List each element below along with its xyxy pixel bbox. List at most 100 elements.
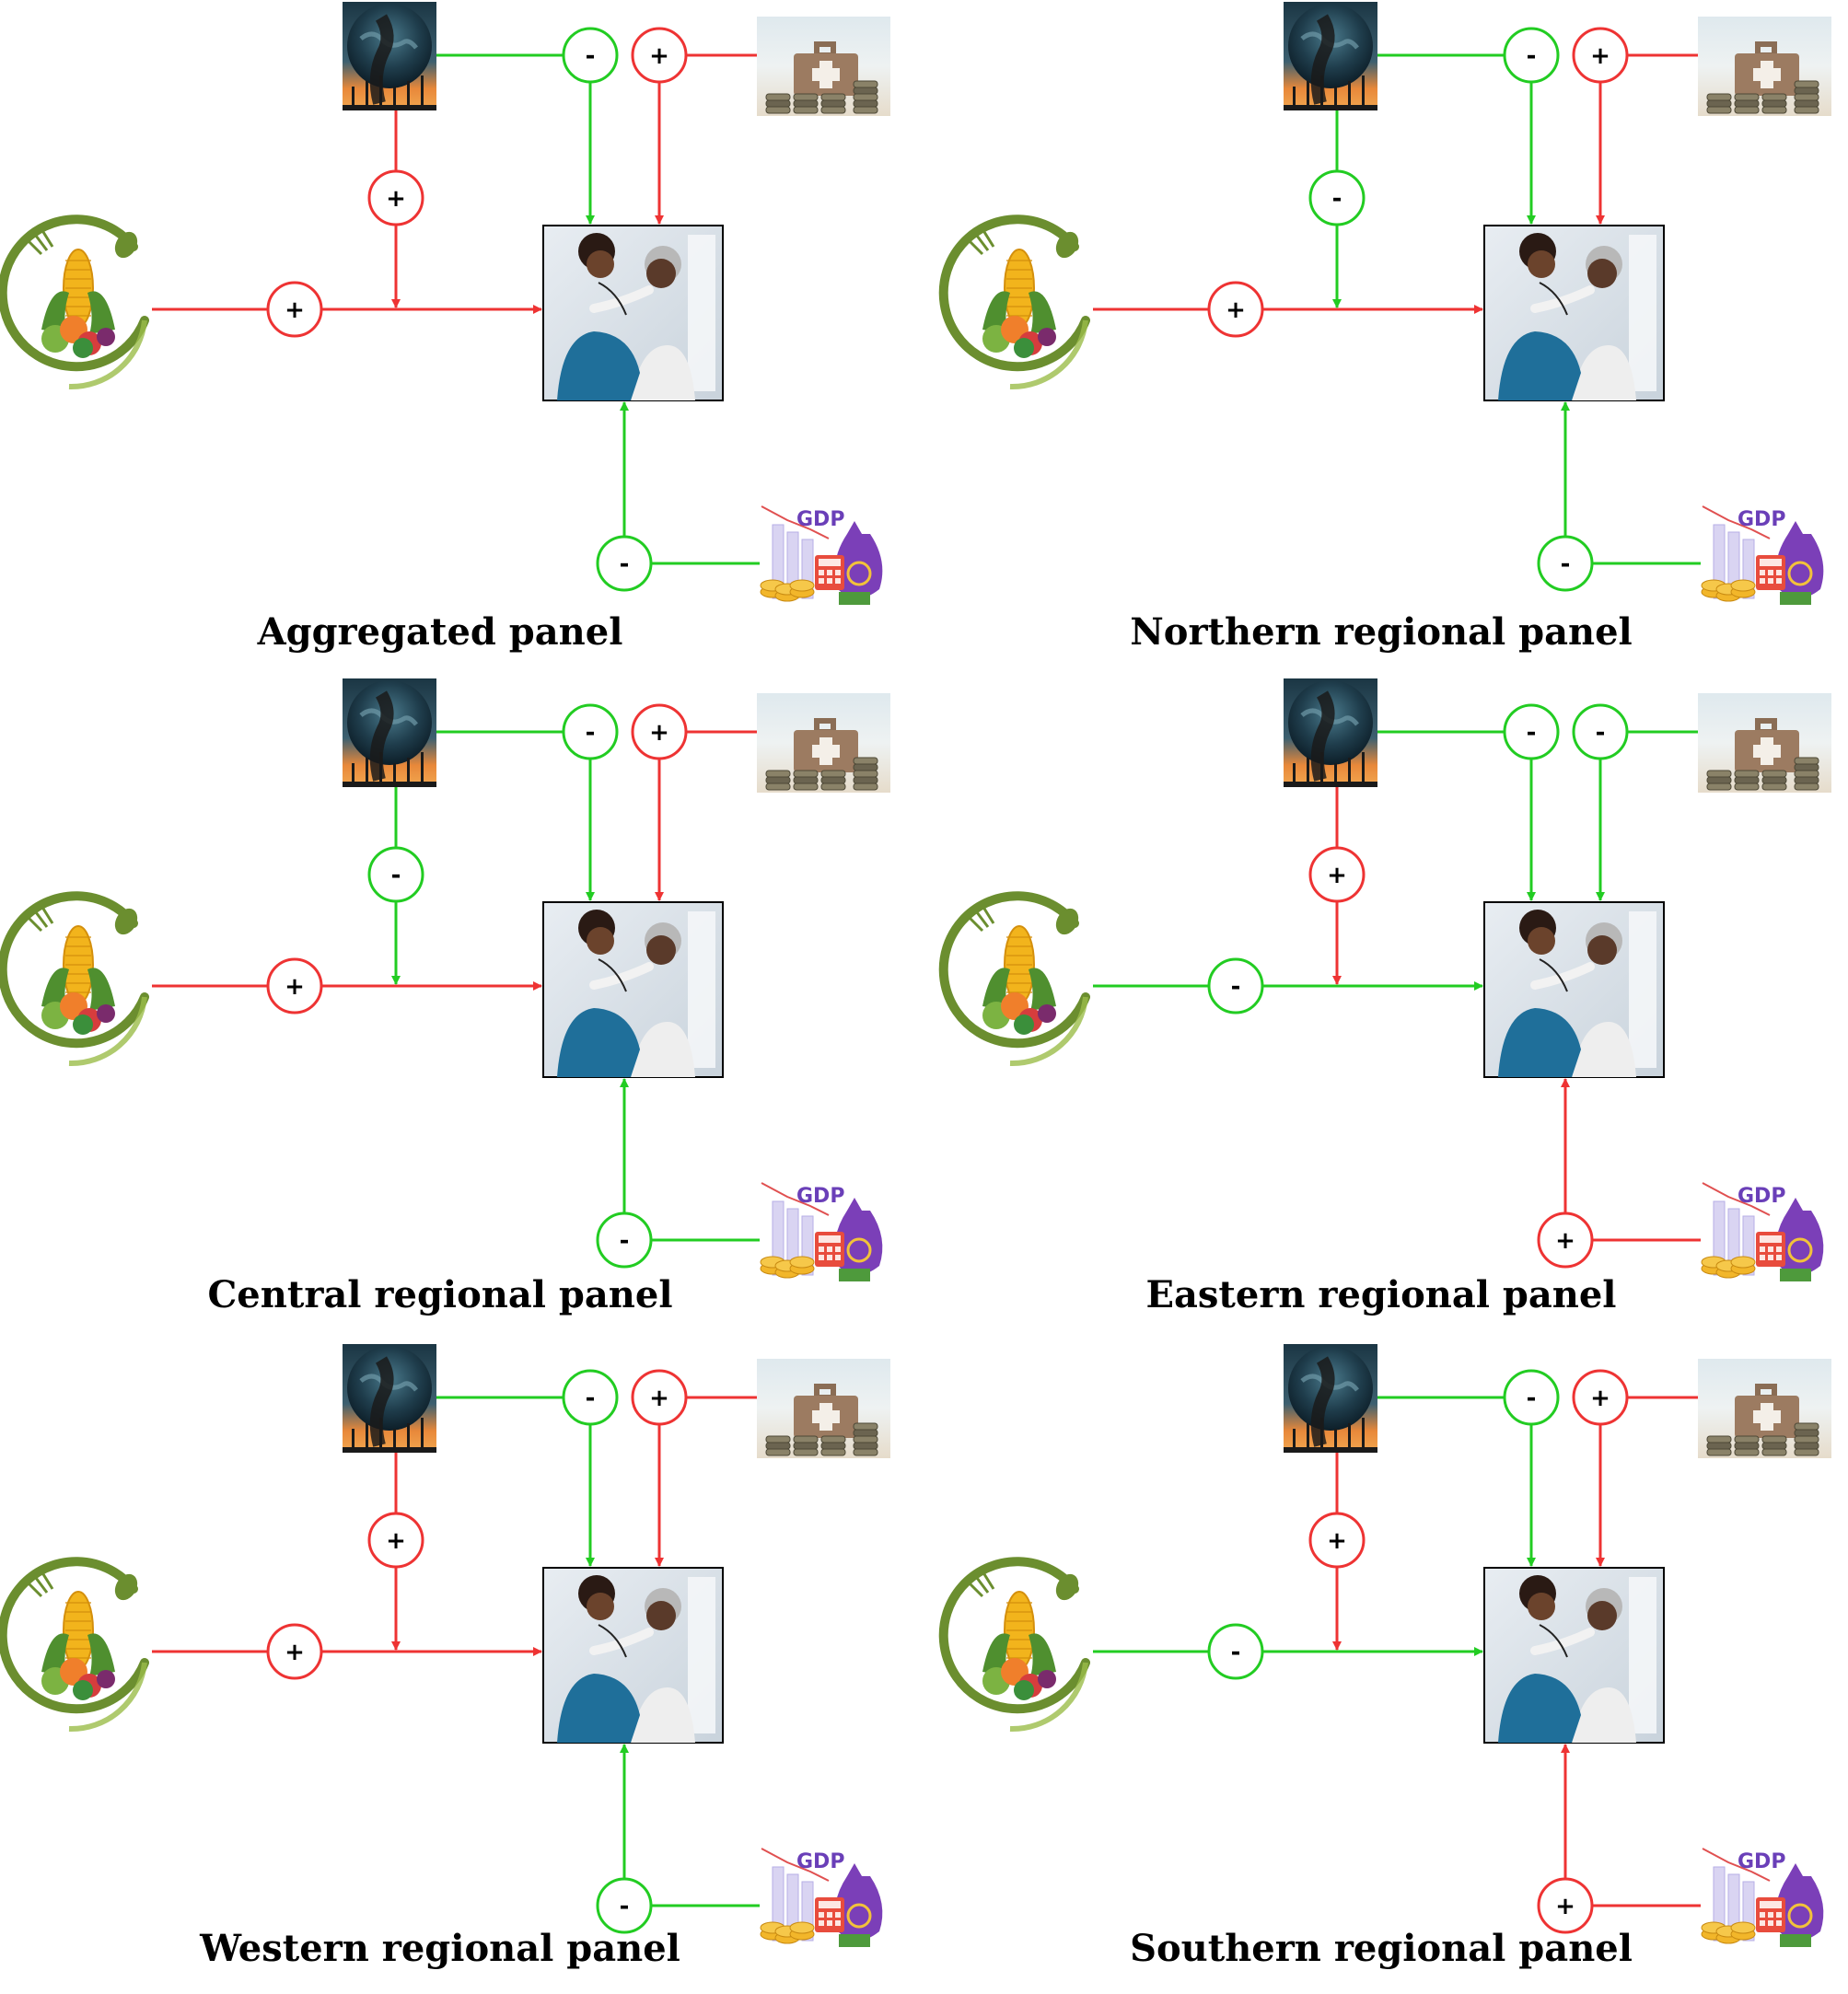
- health-outcome-icon: [1483, 1567, 1665, 1744]
- svg-text:+: +: [649, 42, 669, 70]
- svg-text:-: -: [586, 1385, 596, 1412]
- svg-text:-: -: [586, 42, 596, 70]
- svg-text:+: +: [649, 1385, 669, 1412]
- sign-emission: -: [1503, 1369, 1560, 1426]
- health-expenditure-icon: [1698, 17, 1831, 116]
- svg-text:-: -: [1527, 1385, 1537, 1412]
- panel-title: Western regional panel: [199, 1927, 680, 1970]
- sign-food: +: [266, 1623, 323, 1680]
- svg-text:-: -: [1527, 42, 1537, 70]
- health-outcome-icon: [1483, 901, 1665, 1078]
- carbon-emission-icon: [1284, 678, 1377, 787]
- gdp-icon: GDP: [1701, 502, 1830, 610]
- panel-title: Northern regional panel: [1130, 610, 1633, 654]
- sign-emission-food: +: [367, 169, 424, 226]
- health-outcome-icon: [542, 1567, 724, 1744]
- sign-emission-food: -: [367, 846, 424, 903]
- sign-emission: -: [1503, 703, 1560, 760]
- sign-health-spending: +: [631, 1369, 688, 1426]
- carbon-emission-icon: [1284, 2, 1377, 110]
- gdp-icon: GDP: [760, 1178, 889, 1287]
- carbon-emission-icon: [1284, 1344, 1377, 1453]
- svg-text:+: +: [1327, 1527, 1347, 1555]
- sign-emission-food: -: [1308, 169, 1366, 226]
- sign-emission: -: [562, 703, 619, 760]
- sign-gdp: +: [1537, 1877, 1594, 1934]
- panel-western: GDP++-+-Western regional panel: [0, 1344, 890, 1970]
- carbon-emission-icon: [343, 678, 436, 787]
- panel-eastern: GDP - + - - + Eastern regional panel: [938, 678, 1831, 1316]
- sign-emission-food: +: [367, 1512, 424, 1569]
- panel-northern: GDP + - - + - Northern regional panel: [938, 2, 1831, 654]
- gdp-icon: GDP: [1701, 1178, 1830, 1287]
- health-expenditure-icon: [1698, 1359, 1831, 1458]
- panel-aggregated: GDP + + - + - Aggregated panel: [0, 2, 890, 654]
- health-expenditure-icon: [757, 17, 890, 116]
- sign-emission: -: [1503, 27, 1560, 84]
- gdp-label: GDP: [796, 1185, 844, 1208]
- svg-text:-: -: [1561, 551, 1571, 578]
- sign-health-spending: +: [1572, 1369, 1629, 1426]
- health-outcome-icon: [542, 901, 724, 1078]
- svg-text:-: -: [1596, 719, 1606, 747]
- panel-title: Aggregated panel: [257, 610, 623, 654]
- sign-emission-food: +: [1308, 846, 1366, 903]
- svg-text:+: +: [386, 185, 406, 213]
- panel-title: Eastern regional panel: [1145, 1273, 1616, 1316]
- food-security-icon: [0, 891, 149, 1067]
- gdp-label: GDP: [796, 1850, 844, 1873]
- gdp-icon: GDP: [760, 1844, 889, 1953]
- svg-text:-: -: [391, 862, 401, 889]
- sign-emission: -: [562, 27, 619, 84]
- sign-food: +: [266, 957, 323, 1014]
- svg-text:+: +: [285, 296, 305, 324]
- panel-southern: GDP - + - + + Southern regional panel: [938, 1344, 1831, 1970]
- sign-food: +: [266, 281, 323, 338]
- food-security-icon: [938, 214, 1090, 390]
- svg-text:+: +: [1555, 1893, 1575, 1920]
- health-expenditure-icon: [757, 693, 890, 793]
- svg-text:+: +: [1226, 296, 1246, 324]
- sign-gdp: +: [1537, 1211, 1594, 1269]
- svg-text:+: +: [649, 719, 669, 747]
- svg-text:-: -: [620, 551, 630, 578]
- sign-health-spending: +: [631, 27, 688, 84]
- food-security-icon: [938, 1557, 1090, 1733]
- svg-text:-: -: [1332, 185, 1342, 213]
- svg-text:+: +: [285, 973, 305, 1001]
- svg-text:-: -: [1527, 719, 1537, 747]
- svg-text:-: -: [620, 1227, 630, 1255]
- panel-title: Central regional panel: [207, 1273, 672, 1316]
- svg-text:+: +: [1555, 1227, 1575, 1255]
- health-outcome-icon: [1483, 225, 1665, 401]
- gdp-label: GDP: [1738, 1850, 1785, 1873]
- sign-gdp: -: [596, 1211, 653, 1269]
- gdp-label: GDP: [1738, 1185, 1785, 1208]
- sign-gdp: -: [596, 535, 653, 592]
- health-expenditure-icon: [757, 1359, 890, 1458]
- sign-gdp: -: [596, 1877, 653, 1934]
- sign-food: -: [1207, 957, 1264, 1014]
- carbon-emission-icon: [343, 1344, 436, 1453]
- gdp-icon: GDP: [760, 502, 889, 610]
- svg-text:+: +: [1590, 1385, 1610, 1412]
- sign-food: +: [1207, 281, 1264, 338]
- sign-gdp: -: [1537, 535, 1594, 592]
- food-security-icon: [0, 214, 149, 390]
- sign-food: -: [1207, 1623, 1264, 1680]
- carbon-emission-icon: [343, 2, 436, 110]
- food-security-icon: [938, 891, 1090, 1067]
- panel-central: GDP + - - + - Central regional panel: [0, 678, 890, 1316]
- svg-text:+: +: [1590, 42, 1610, 70]
- svg-text:+: +: [386, 1527, 406, 1555]
- panels-layer: GDP++-+-Aggregated panelGDP+--+-Northern…: [0, 2, 1831, 1970]
- sign-emission-food: +: [1308, 1512, 1366, 1569]
- svg-text:+: +: [1327, 862, 1347, 889]
- gdp-icon: GDP: [1701, 1844, 1830, 1953]
- health-expenditure-icon: [1698, 693, 1831, 793]
- food-security-icon: [0, 1557, 149, 1733]
- gdp-label: GDP: [1738, 508, 1785, 531]
- gdp-label: GDP: [796, 508, 844, 531]
- panel-title: Southern regional panel: [1130, 1927, 1633, 1970]
